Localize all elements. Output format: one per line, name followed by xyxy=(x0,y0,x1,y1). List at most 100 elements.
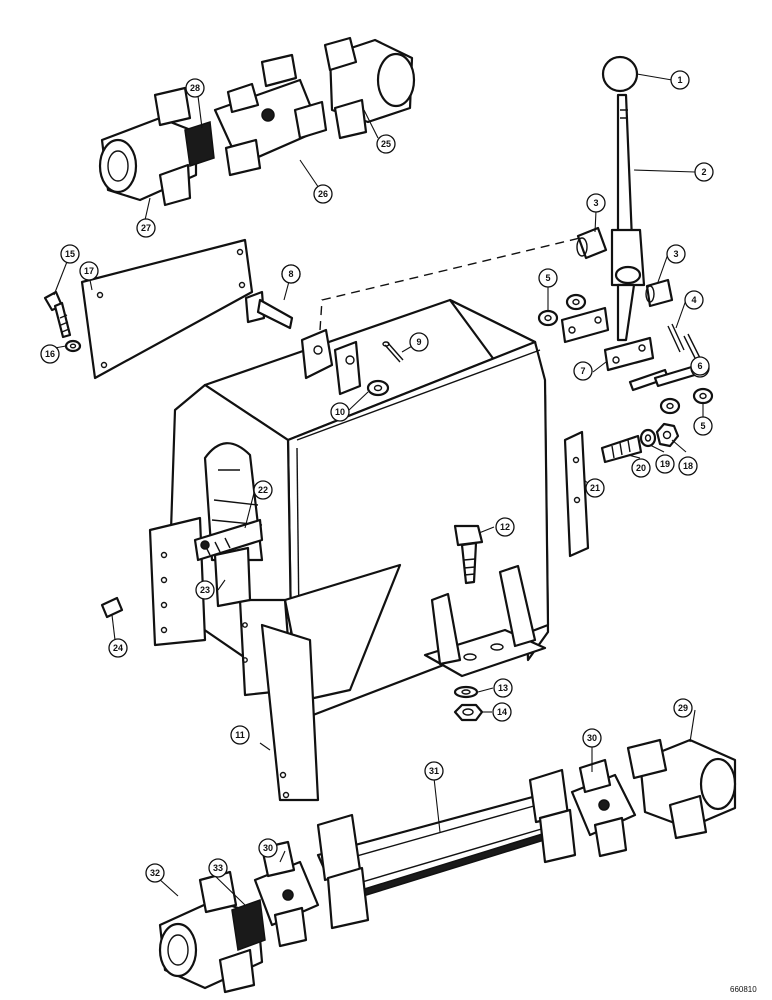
link-7-upper xyxy=(560,306,610,344)
svg-text:30: 30 xyxy=(263,843,273,853)
callout-30: 30 xyxy=(258,838,278,858)
svg-text:30: 30 xyxy=(587,733,597,743)
plate-21 xyxy=(563,430,590,558)
callout-10: 10 xyxy=(330,402,350,422)
svg-text:19: 19 xyxy=(660,459,670,469)
washer-5-c xyxy=(659,397,681,415)
callout-3: 3 xyxy=(666,244,686,264)
callout-3: 3 xyxy=(586,193,606,213)
svg-text:17: 17 xyxy=(84,266,94,276)
bolt-15 xyxy=(43,290,72,339)
washer-5-d xyxy=(692,387,714,405)
callout-18: 18 xyxy=(678,456,698,476)
washer-10 xyxy=(366,379,390,397)
svg-text:24: 24 xyxy=(113,643,123,653)
svg-text:16: 16 xyxy=(45,349,55,359)
yoke-25 xyxy=(323,36,416,140)
svg-text:18: 18 xyxy=(683,461,693,471)
foot-bracket xyxy=(423,564,547,678)
callout-32: 32 xyxy=(145,863,165,883)
svg-text:3: 3 xyxy=(593,198,598,208)
yoke-29 xyxy=(626,738,737,840)
callout-4: 4 xyxy=(684,290,704,310)
callout-29: 29 xyxy=(673,698,693,718)
svg-text:12: 12 xyxy=(500,522,510,532)
callout-20: 20 xyxy=(631,458,651,478)
svg-text:8: 8 xyxy=(288,269,293,279)
svg-text:28: 28 xyxy=(190,83,200,93)
cross-bearing-26 xyxy=(213,53,328,177)
callout-5: 5 xyxy=(538,268,558,288)
callout-19: 19 xyxy=(655,454,675,474)
shift-lever-2 xyxy=(610,93,646,342)
nut-14 xyxy=(453,703,484,722)
callout-6: 6 xyxy=(690,356,710,376)
callout-5: 5 xyxy=(693,416,713,436)
splined-hub-28 xyxy=(184,121,215,167)
pin-8-top xyxy=(244,290,294,330)
svg-text:21: 21 xyxy=(590,483,600,493)
callout-26: 26 xyxy=(313,184,333,204)
callout-30: 30 xyxy=(582,728,602,748)
side-bracket-11 xyxy=(238,598,320,802)
svg-text:5: 5 xyxy=(700,421,705,431)
cover-plate-17 xyxy=(80,238,254,380)
cotter-pins-4 xyxy=(667,323,701,361)
cross-bearing-30-lower xyxy=(253,840,320,948)
washer-13 xyxy=(453,685,479,699)
splined-hub-33 xyxy=(231,898,266,952)
callout-31: 31 xyxy=(424,761,444,781)
callout-12: 12 xyxy=(495,517,515,537)
callout-9: 9 xyxy=(409,332,429,352)
pins-6 xyxy=(628,364,700,392)
callout-16: 16 xyxy=(40,344,60,364)
callout-2: 2 xyxy=(694,162,714,182)
svg-text:27: 27 xyxy=(141,223,151,233)
callout-11: 11 xyxy=(230,725,250,745)
svg-text:15: 15 xyxy=(65,249,75,259)
svg-text:25: 25 xyxy=(381,139,391,149)
callout-23: 23 xyxy=(195,580,215,600)
callout-28: 28 xyxy=(185,78,205,98)
svg-text:32: 32 xyxy=(150,868,160,878)
detent-assembly-22-23 xyxy=(193,518,264,608)
left-mounting-bracket xyxy=(148,516,207,647)
svg-text:33: 33 xyxy=(213,863,223,873)
svg-text:3: 3 xyxy=(673,249,678,259)
svg-text:31: 31 xyxy=(429,766,439,776)
svg-text:26: 26 xyxy=(318,189,328,199)
svg-text:14: 14 xyxy=(497,707,507,717)
bushing-3-left xyxy=(576,226,608,260)
callout-14: 14 xyxy=(492,702,512,722)
link-7-lower xyxy=(603,336,655,372)
washer-16 xyxy=(64,339,82,353)
stud-20 xyxy=(600,434,643,464)
svg-text:2: 2 xyxy=(701,167,706,177)
driveshaft-tube-31 xyxy=(316,768,577,930)
svg-text:23: 23 xyxy=(200,585,210,595)
svg-text:4: 4 xyxy=(691,295,696,305)
cotter-pin-9 xyxy=(382,341,404,363)
svg-text:20: 20 xyxy=(636,463,646,473)
lever-bracket xyxy=(300,237,581,396)
shift-lever-knob-1 xyxy=(601,55,639,93)
svg-text:13: 13 xyxy=(498,683,508,693)
svg-text:5: 5 xyxy=(545,273,550,283)
callout-8: 8 xyxy=(281,264,301,284)
svg-text:22: 22 xyxy=(258,485,268,495)
washer-5-b xyxy=(565,293,587,311)
callout-15: 15 xyxy=(60,244,80,264)
svg-text:9: 9 xyxy=(416,337,421,347)
callout-7: 7 xyxy=(573,361,593,381)
washer-19 xyxy=(639,428,657,448)
svg-text:1: 1 xyxy=(677,75,682,85)
svg-text:10: 10 xyxy=(335,407,345,417)
svg-text:6: 6 xyxy=(697,361,702,371)
callout-17: 17 xyxy=(79,261,99,281)
bushing-3-right xyxy=(645,278,674,308)
cross-bearing-30-upper xyxy=(570,758,637,858)
svg-text:11: 11 xyxy=(235,730,245,740)
bolt-12 xyxy=(453,524,484,585)
svg-text:7: 7 xyxy=(580,366,585,376)
